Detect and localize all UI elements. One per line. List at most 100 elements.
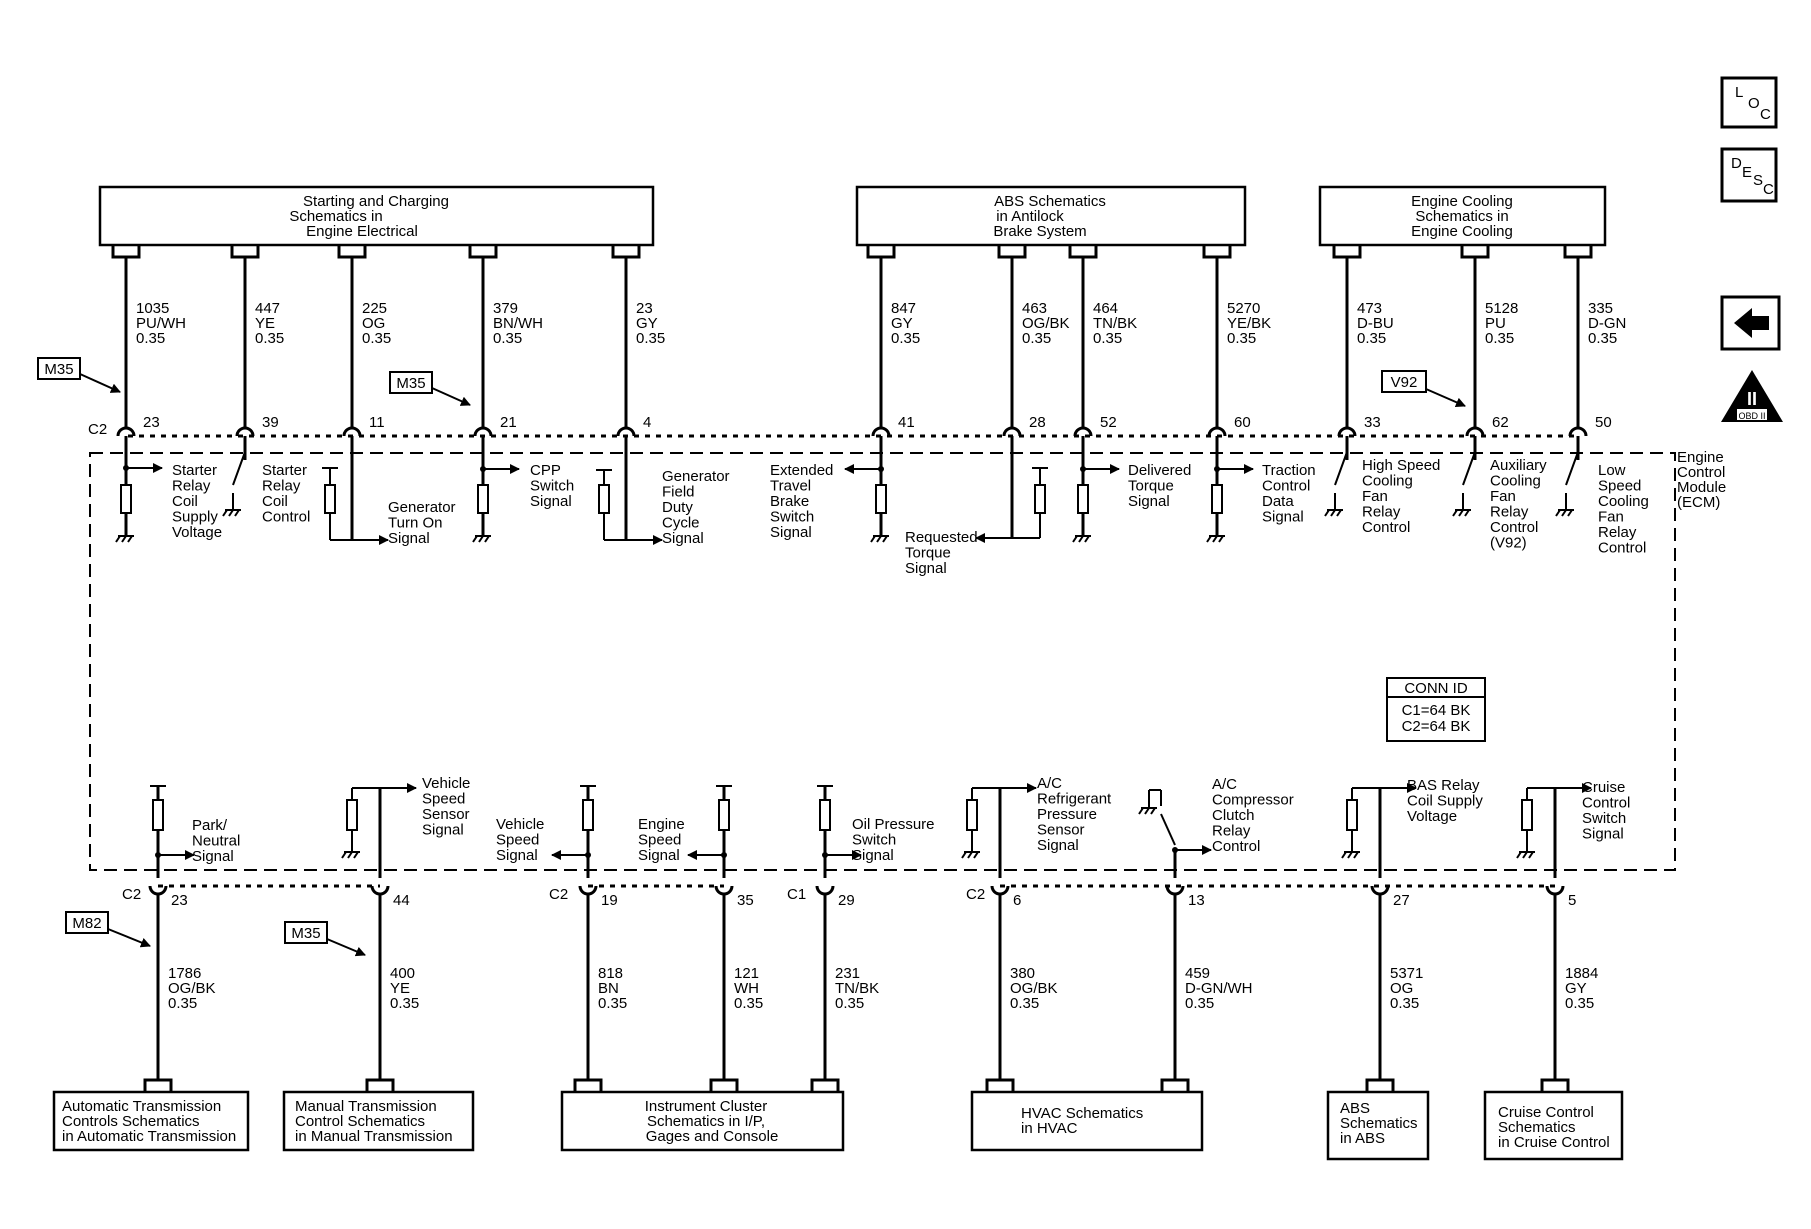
circuit-number: 473 xyxy=(1357,300,1382,317)
signal-label: Sensor xyxy=(422,806,470,823)
circuit-number: 463 xyxy=(1022,300,1047,317)
loc-icon[interactable]: L O C xyxy=(1720,76,1778,129)
signal-label: Switch xyxy=(1582,810,1626,827)
ecm-label: Engine Control Module (ECM) xyxy=(1677,449,1726,511)
circuit-number: 379 xyxy=(493,300,518,317)
pin-arc xyxy=(815,885,835,896)
svg-text:Starting and Charging: Starting and Charging xyxy=(303,193,449,210)
module-cruise-control[interactable]: Cruise Control Schematics in Cruise Cont… xyxy=(1483,1090,1624,1161)
svg-text:M82: M82 xyxy=(72,915,101,932)
svg-text:(ECM): (ECM) xyxy=(1677,494,1720,511)
module-instrument-cluster[interactable]: Instrument Cluster Schematics in I/P, Ga… xyxy=(560,1090,845,1152)
pin-number: 62 xyxy=(1492,414,1509,431)
harness-terminal xyxy=(1365,1078,1395,1092)
resistor xyxy=(582,799,594,831)
svg-text:Schematics in I/P,: Schematics in I/P, xyxy=(647,1113,765,1130)
signal-label: Torque xyxy=(1128,478,1174,495)
signal-label: Signal xyxy=(1128,493,1170,510)
wire-gauge: 0.35 xyxy=(835,995,864,1012)
pin-arc xyxy=(342,426,362,437)
svg-text:OBD II: OBD II xyxy=(1738,411,1765,421)
junction-dot xyxy=(721,852,727,858)
harness-terminal xyxy=(1540,1078,1570,1092)
svg-text:Instrument Cluster: Instrument Cluster xyxy=(645,1098,768,1115)
wire-gauge: 0.35 xyxy=(1588,330,1617,347)
svg-text:Engine: Engine xyxy=(1677,449,1724,466)
back-arrow-icon[interactable] xyxy=(1720,295,1781,351)
signal-label: Signal xyxy=(770,524,812,541)
svg-text:E: E xyxy=(1742,164,1752,181)
module-manual-transmission[interactable]: Manual Transmission Control Schematics i… xyxy=(282,1090,475,1152)
signal-label: Relay xyxy=(1362,504,1401,521)
pin-number: 29 xyxy=(838,892,855,909)
svg-text:Controls Schematics: Controls Schematics xyxy=(62,1113,200,1130)
svg-text:M35: M35 xyxy=(396,375,425,392)
wire-color: YE/BK xyxy=(1227,315,1271,332)
signal-label: Starter xyxy=(172,462,217,479)
pin-number: 35 xyxy=(737,892,754,909)
switch-blade xyxy=(1565,451,1579,486)
pin-arc xyxy=(1370,885,1390,896)
conn-id-table: CONN ID C1=64 BK C2=64 BK xyxy=(1386,677,1486,742)
signal-label: Generator xyxy=(662,468,730,485)
wire-color: OG/BK xyxy=(1022,315,1070,332)
wire-gauge: 0.35 xyxy=(636,330,665,347)
pin-number: 60 xyxy=(1234,414,1251,431)
svg-text:Cruise Control: Cruise Control xyxy=(1498,1104,1594,1121)
obd-ii-icon[interactable]: II OBD II xyxy=(1721,370,1783,422)
harness-terminal xyxy=(1563,245,1593,259)
pin-number: 11 xyxy=(369,414,385,431)
circuit-number: 231 xyxy=(835,965,860,982)
signal-label: (V92) xyxy=(1490,535,1527,552)
pin-arc xyxy=(1337,426,1357,437)
module-abs-bottom[interactable]: ABS Schematics in ABS xyxy=(1326,1090,1430,1161)
signal-label: Signal xyxy=(662,530,704,547)
module-starting-charging[interactable]: Starting and Charging Schematics in Engi… xyxy=(98,185,655,247)
ground-symbol xyxy=(870,535,889,543)
desc-icon[interactable]: D E S C xyxy=(1720,147,1778,203)
svg-text:Engine Electrical: Engine Electrical xyxy=(306,223,418,240)
svg-text:O: O xyxy=(1748,95,1760,112)
module-hvac[interactable]: HVAC Schematics in HVAC xyxy=(970,1090,1204,1152)
ground-symbol xyxy=(341,851,360,859)
signal-label: Speed xyxy=(638,832,681,849)
resistor xyxy=(718,799,730,831)
ground-symbol xyxy=(1206,535,1225,543)
resistor xyxy=(1521,799,1533,831)
signal-label: Signal xyxy=(1262,509,1304,526)
svg-text:HVAC Schematics: HVAC Schematics xyxy=(1021,1105,1143,1122)
pin-arc xyxy=(1545,885,1565,896)
module-engine-cooling[interactable]: Engine Cooling Schematics in Engine Cool… xyxy=(1318,185,1607,247)
pin-arc xyxy=(473,426,493,437)
wire-color: YE xyxy=(390,980,410,997)
top-wires: 1035PU/WH0.3523447YE0.3539225OG0.3511379… xyxy=(111,245,1649,577)
signal-label: Fan xyxy=(1598,509,1624,526)
signal-label: Speed xyxy=(422,791,465,808)
signal-label: Coil xyxy=(262,493,288,510)
signal-label: Signal xyxy=(192,848,234,865)
module-abs-top[interactable]: ABS Schematics in Antilock Brake System xyxy=(855,185,1247,247)
pin-number: 44 xyxy=(393,892,410,909)
signal-label: Coil Supply xyxy=(1407,793,1483,810)
circuit-number: 447 xyxy=(255,300,280,317)
svg-text:in Antilock: in Antilock xyxy=(996,208,1064,225)
signal-label: Cooling xyxy=(1598,493,1649,510)
pin-arc xyxy=(1568,426,1588,437)
module-automatic-transmission[interactable]: Automatic Transmission Controls Schemati… xyxy=(52,1090,250,1152)
ground-symbol xyxy=(472,535,491,543)
signal-label: Compressor xyxy=(1212,792,1294,809)
ground-symbol xyxy=(115,535,134,543)
junction-dot xyxy=(822,852,828,858)
circuit-number: 459 xyxy=(1185,965,1210,982)
switch-blade xyxy=(1160,813,1176,846)
bottom-wires: 231786OG/BK0.3544400YE0.3519818BN0.35351… xyxy=(143,775,1630,1092)
